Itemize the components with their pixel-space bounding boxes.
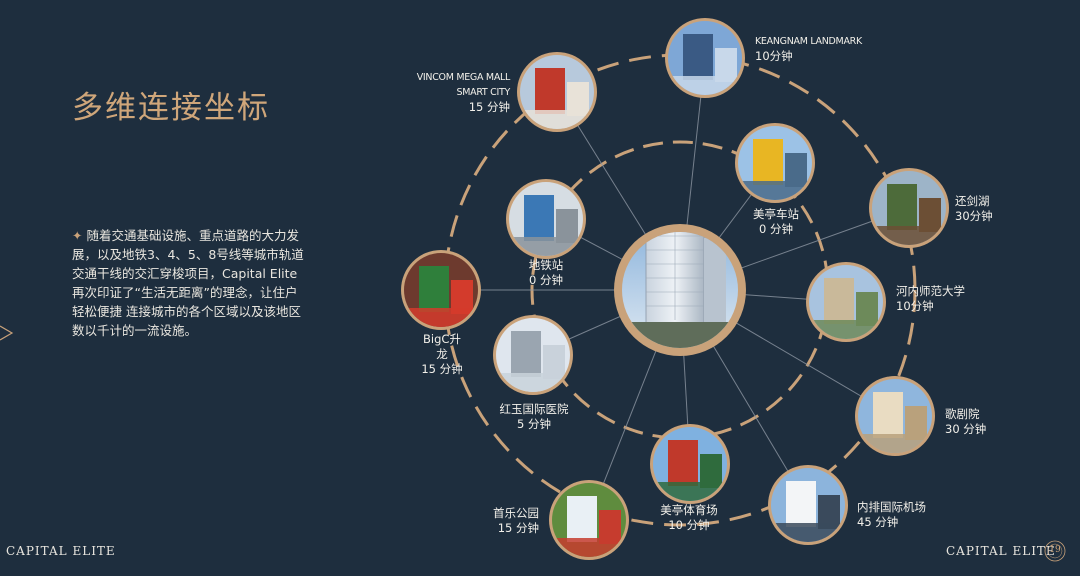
travel-time: 30分钟 (955, 209, 993, 223)
supermarket-photo (404, 253, 478, 327)
destination-node (806, 262, 886, 342)
intro-paragraph: ✦随着交通基础设施、重点道路的大力发展，以及地铁3、4、5、8号线等城市轨道交通… (72, 226, 308, 340)
destination-name: 歌剧院 (945, 407, 980, 421)
destination-node (665, 18, 745, 98)
destination-node (549, 480, 629, 560)
travel-time: 30 分钟 (945, 422, 987, 436)
destination-name: KEANGNAM LANDMARK (755, 36, 862, 47)
destination-node (401, 250, 481, 330)
travel-time: 15 分钟 (421, 362, 463, 376)
brand-logo-left: CAPITAL ELITE (6, 544, 116, 558)
destination-name: 首乐公园 (493, 506, 539, 520)
page-title: 多维连接坐标 (72, 90, 270, 126)
university-photo (809, 265, 883, 339)
center-tower-node (614, 224, 746, 356)
destination-name: 美亭体育场 (660, 503, 718, 517)
destination-node (517, 52, 597, 132)
destination-name: 美亭车站 (753, 207, 799, 221)
destination-name: BigC升龙 (423, 332, 461, 361)
destination-name: VINCOM MEGA MALL SMART CITY (416, 72, 511, 98)
destination-name: 河内师范大学 (896, 284, 965, 298)
destination-node (735, 123, 815, 203)
diamond-bullet-icon: ✦ (72, 228, 83, 243)
intro-text: 随着交通基础设施、重点道路的大力发展，以及地铁3、4、5、8号线等城市轨道交通干… (72, 228, 304, 338)
travel-time: 15 分钟 (497, 521, 539, 535)
destination-name: 地铁站 (528, 258, 564, 272)
page-number-badge (1044, 540, 1066, 562)
travel-time: 0 分钟 (759, 222, 793, 236)
chevron-right-icon (0, 325, 14, 341)
travel-time: 10分钟 (755, 49, 793, 63)
destination-label: KEANGNAM LANDMARK 10分钟 (755, 34, 862, 64)
travel-time: 0 分钟 (529, 273, 563, 287)
destination-label: VINCOM MEGA MALL SMART CITY 15 分钟 (396, 70, 511, 115)
destination-node (506, 179, 586, 259)
destination-node (855, 376, 935, 456)
destination-node (768, 465, 848, 545)
destination-name: 内排国际机场 (857, 500, 926, 514)
destination-name: 红玉国际医院 (499, 402, 569, 416)
destination-node (650, 424, 730, 504)
travel-time: 10分钟 (896, 299, 934, 313)
travel-time: 10 分钟 (668, 518, 710, 532)
destination-node (493, 315, 573, 395)
brand-logo-right: CAPITAL ELITE (946, 544, 1056, 558)
travel-time: 15 分钟 (468, 100, 510, 114)
travel-time: 45 分钟 (857, 515, 899, 529)
destination-node (869, 168, 949, 248)
travel-time: 5 分钟 (517, 417, 551, 431)
destination-name: 还剑湖 (955, 194, 990, 208)
hospital-photo (496, 318, 570, 392)
